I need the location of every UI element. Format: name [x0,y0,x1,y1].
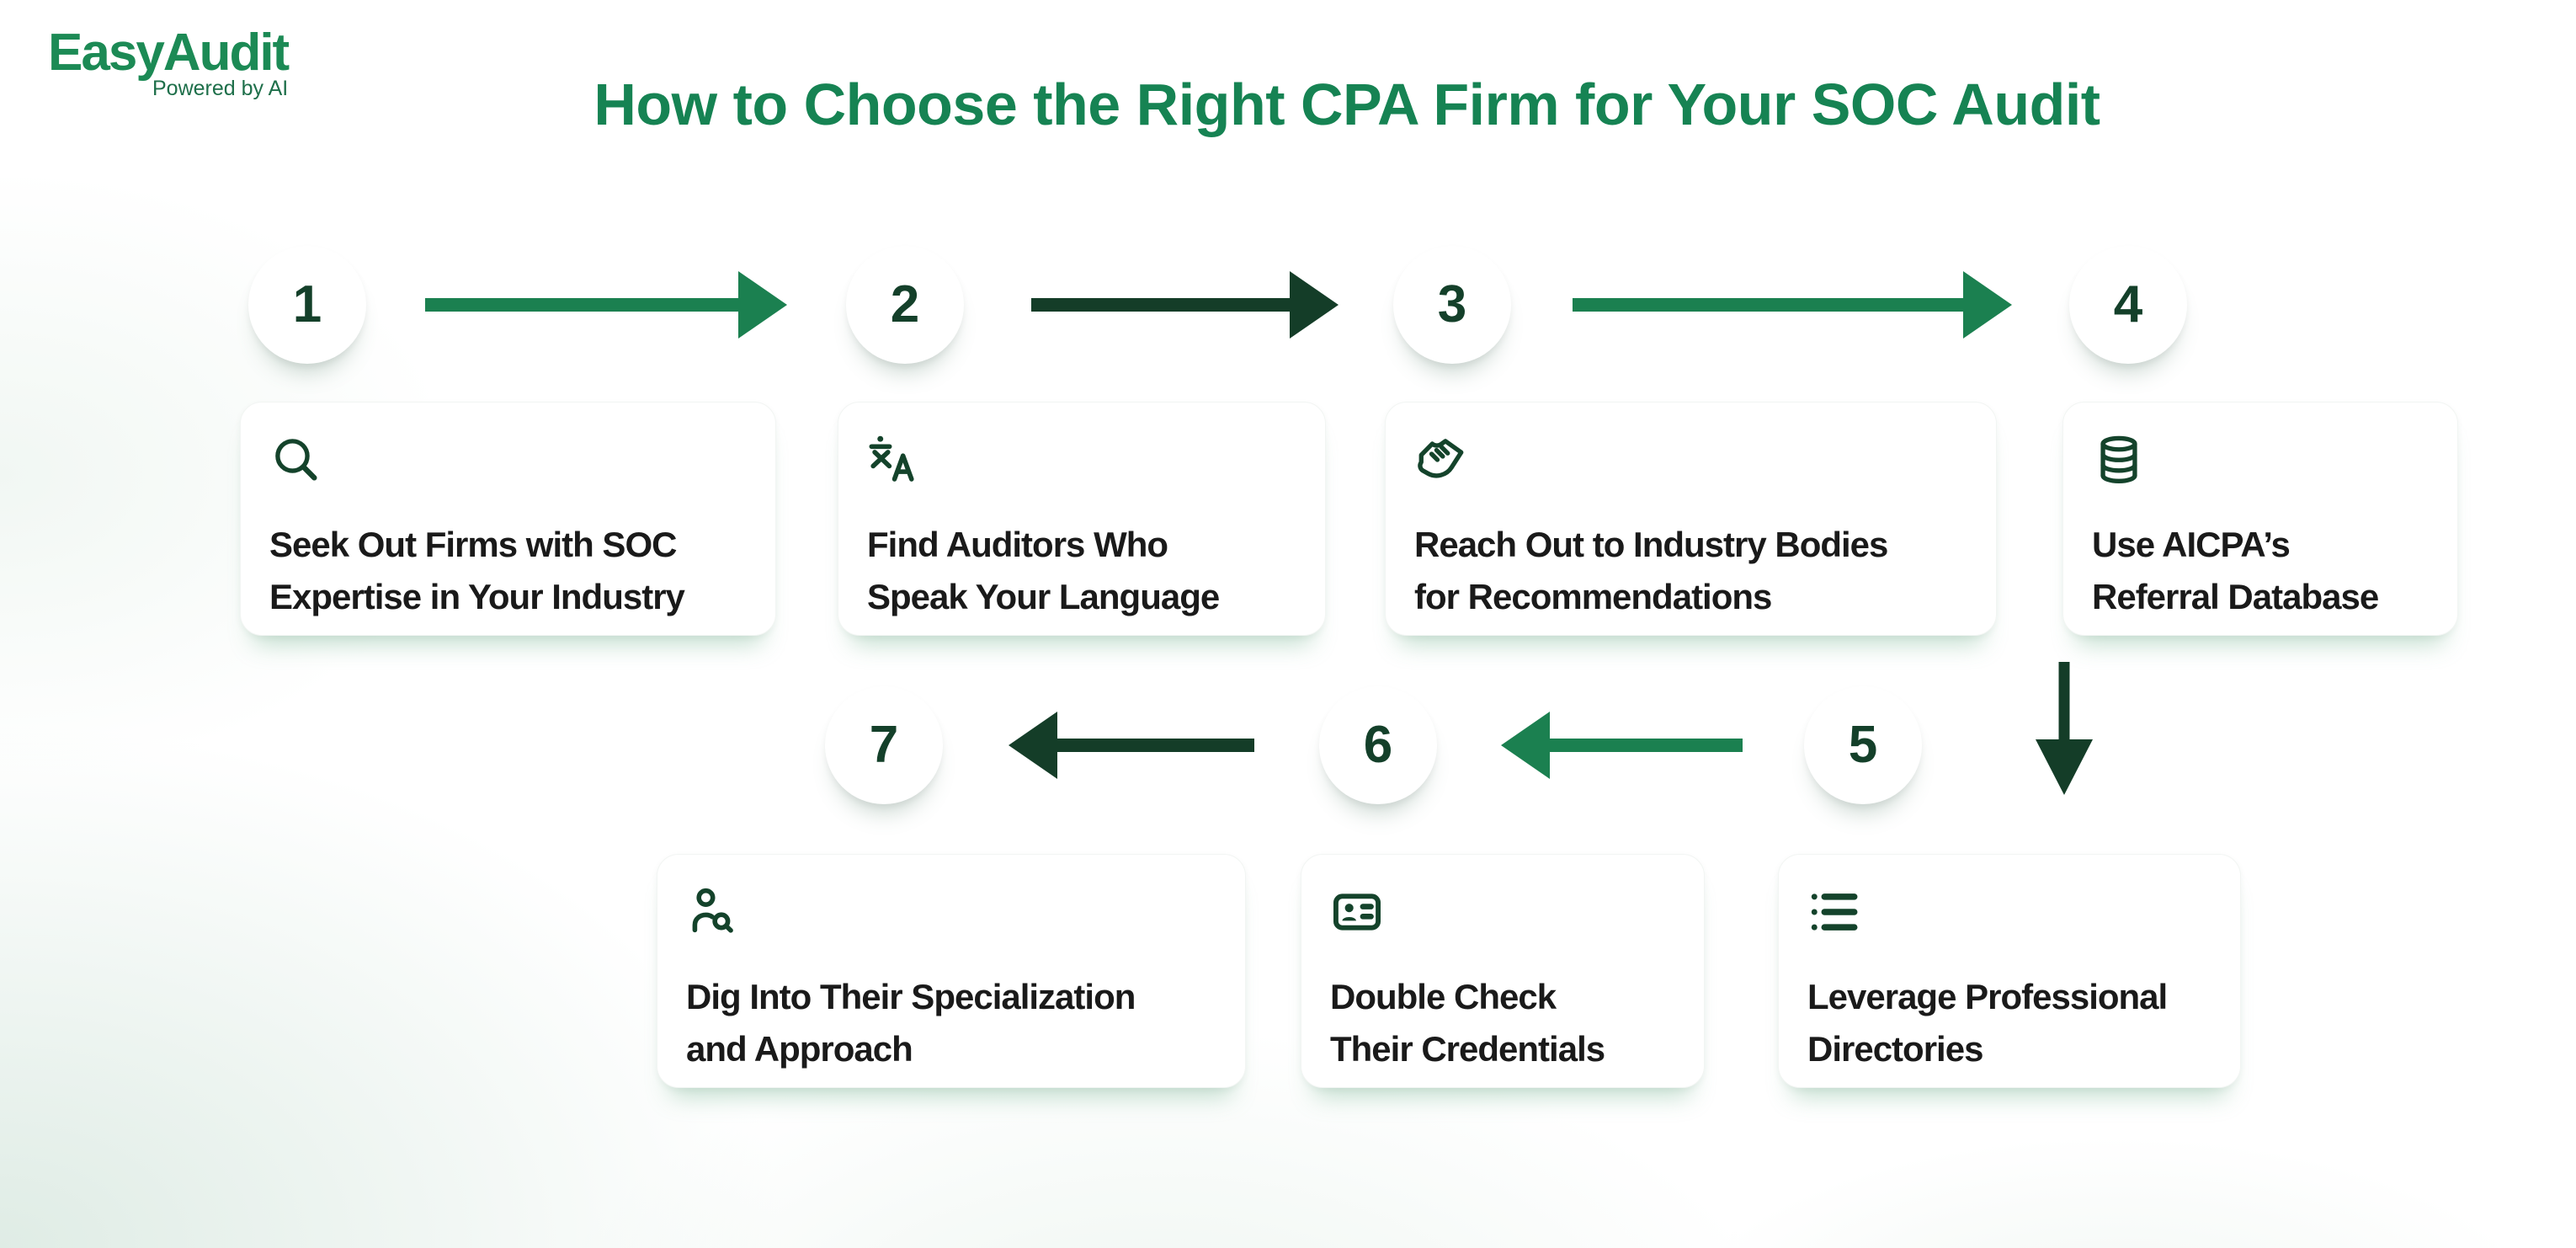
handshake-icon [1414,433,1468,487]
step-2-card: Find Auditors Who Speak Your Language [838,402,1326,636]
translate-icon [867,433,921,487]
step-4-card: Use AICPA’s Referral Database [2062,402,2458,636]
step-6-number-circle: 6 [1319,686,1437,804]
logo-wordmark: EasyAudit [48,24,290,82]
step-1-number-circle: 1 [248,246,366,364]
step-1-label: Seek Out Firms with SOC Expertise in You… [269,525,685,616]
step-2-number-circle: 2 [846,246,964,364]
step-7-number: 7 [869,716,899,774]
step-5-label: Leverage Professional Directories [1807,977,2168,1069]
step-6-label: Double Check Their Credentials [1330,977,1605,1069]
step-1-number: 1 [292,275,322,333]
step-3-label: Reach Out to Industry Bodies for Recomme… [1414,525,1888,616]
step-5-number-circle: 5 [1804,686,1922,804]
arrow-3-to-4 [1573,271,2012,339]
bulleted-list-icon [1807,885,1861,939]
person-search-icon [686,885,740,939]
step-2-number: 2 [890,275,920,333]
step-7-label: Dig Into Their Specialization and Approa… [686,977,1136,1069]
step-2-label: Find Auditors Who Speak Your Language [867,525,1220,616]
step-4-label: Use AICPA’s Referral Database [2092,525,2379,616]
logo-tagline: Powered by AI [152,77,289,101]
database-icon [2092,433,2146,487]
step-7-number-circle: 7 [825,686,943,804]
step-3-number-circle: 3 [1393,246,1511,364]
step-6-number: 6 [1363,716,1393,774]
step-3-number: 3 [1437,275,1467,333]
arrow-1-to-2 [425,271,787,339]
logo: EasyAudit Powered by AI [48,24,290,101]
id-card-icon [1330,885,1384,939]
step-4-number-circle: 4 [2069,246,2187,364]
arrow-5-to-6 [1501,712,1743,779]
arrow-6-to-7 [1009,712,1254,779]
step-5-number: 5 [1848,716,1878,774]
step-1-card: Seek Out Firms with SOC Expertise in You… [240,402,776,636]
page-title: How to Choose the Right CPA Firm for You… [593,72,2100,137]
step-5-card: Leverage Professional Directories [1778,854,2241,1088]
search-icon [269,433,323,487]
arrow-4-to-5 [2036,662,2093,795]
arrow-2-to-3 [1031,271,1339,339]
step-6-card: Double Check Their Credentials [1301,854,1705,1088]
step-3-card: Reach Out to Industry Bodies for Recomme… [1385,402,1997,636]
step-4-number: 4 [2113,275,2143,333]
step-7-card: Dig Into Their Specialization and Approa… [657,854,1246,1088]
